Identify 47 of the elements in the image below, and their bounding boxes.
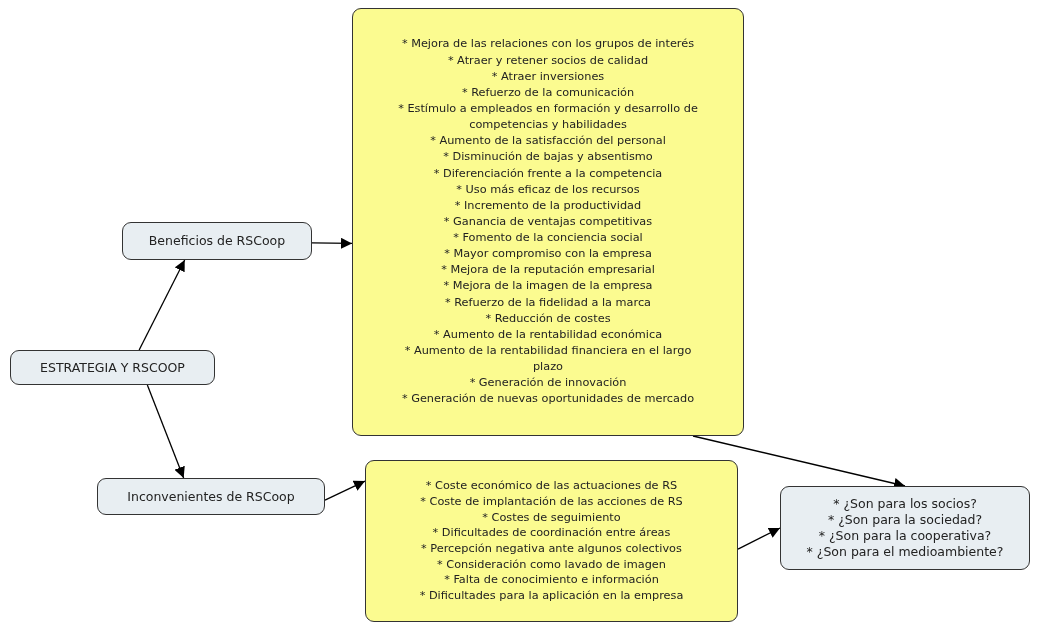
list-item: * Reducción de costes	[484, 310, 612, 327]
list-item: * Refuerzo de la comunicación	[460, 84, 636, 101]
list-item: * Atraer y retener socios de calidad	[446, 52, 650, 69]
arrow	[311, 237, 353, 249]
concept-box	[122, 222, 312, 260]
arrow	[324, 480, 366, 501]
concept-box	[780, 486, 1030, 570]
list-item: * Generación de nuevas oportunidades de mercado	[400, 391, 696, 408]
list-item: * Consideración como lavado de imagen	[437, 556, 666, 573]
list-item: * ¿Son para la sociedad?	[827, 511, 983, 528]
list-item: * ¿Son para la cooperativa?	[818, 528, 992, 545]
arrow	[146, 384, 185, 479]
list-item: * Fomento de la conciencia social	[452, 230, 644, 247]
list-item: * Coste económico de las actuaciones de RS	[425, 478, 678, 494]
arrow	[737, 527, 781, 550]
list-item: * Disminución de bajas y absentismo	[442, 149, 654, 166]
list-item: * Generación de innovación	[468, 375, 628, 392]
list-item: * ¿Son para el medioambiente?	[806, 544, 1004, 561]
list-item: * Mejora de la imagen de la empresa	[442, 278, 654, 295]
list-item: * Dificultades de coordinación entre áreas	[432, 525, 671, 541]
list-item: Inconvenientes de RSCoop	[127, 488, 295, 505]
list-item: * Uso más eficaz de los recursos	[455, 181, 641, 198]
concept-box	[97, 478, 325, 515]
list-item: * Diferenciación frente a la competencia	[432, 165, 664, 182]
list-item: * Ganancia de ventajas competitivas	[442, 213, 654, 230]
list-item: * Mejora de las relaciones con los grupos de interés	[400, 36, 696, 53]
list-item: * Atraer inversiones	[490, 68, 606, 85]
list-item: * Percepción negativa ante algunos colectivos	[421, 541, 682, 557]
list-item: * Aumento de la rentabilidad económica	[432, 326, 664, 343]
list-item: * Costes de seguimiento	[482, 509, 621, 526]
list-item: * Mejora de la reputación empresarial	[440, 262, 656, 279]
list-item: * Refuerzo de la fidelidad a la marca	[443, 294, 653, 311]
list-item: Beneficios de RSCoop	[148, 233, 286, 249]
list-item: * Mayor compromiso con la empresa	[443, 246, 653, 263]
list-box	[365, 460, 738, 622]
list-item: * Dificultades para la aplicación en la empresa	[419, 588, 684, 604]
list-item: * ¿Son para los socios?	[833, 495, 977, 512]
list-item: * Incremento de la productividad	[453, 197, 643, 214]
list-item: * Aumento de la rentabilidad financiera en el largo plazo	[403, 343, 693, 376]
list-item: * Coste de implantación de las acciones de RS	[420, 493, 683, 510]
list-item: * Falta de conocimiento e información	[444, 572, 659, 589]
list-box	[352, 8, 744, 436]
list-item: ESTRATEGIA Y RSCOOP	[40, 359, 185, 376]
concept-box	[10, 350, 215, 385]
list-item: * Estímulo a empleados en formación y desarrollo de competencias y habilidades	[398, 100, 698, 134]
list-item: * Aumento de la satisfacción del personal	[429, 133, 667, 150]
arrow	[138, 259, 186, 351]
